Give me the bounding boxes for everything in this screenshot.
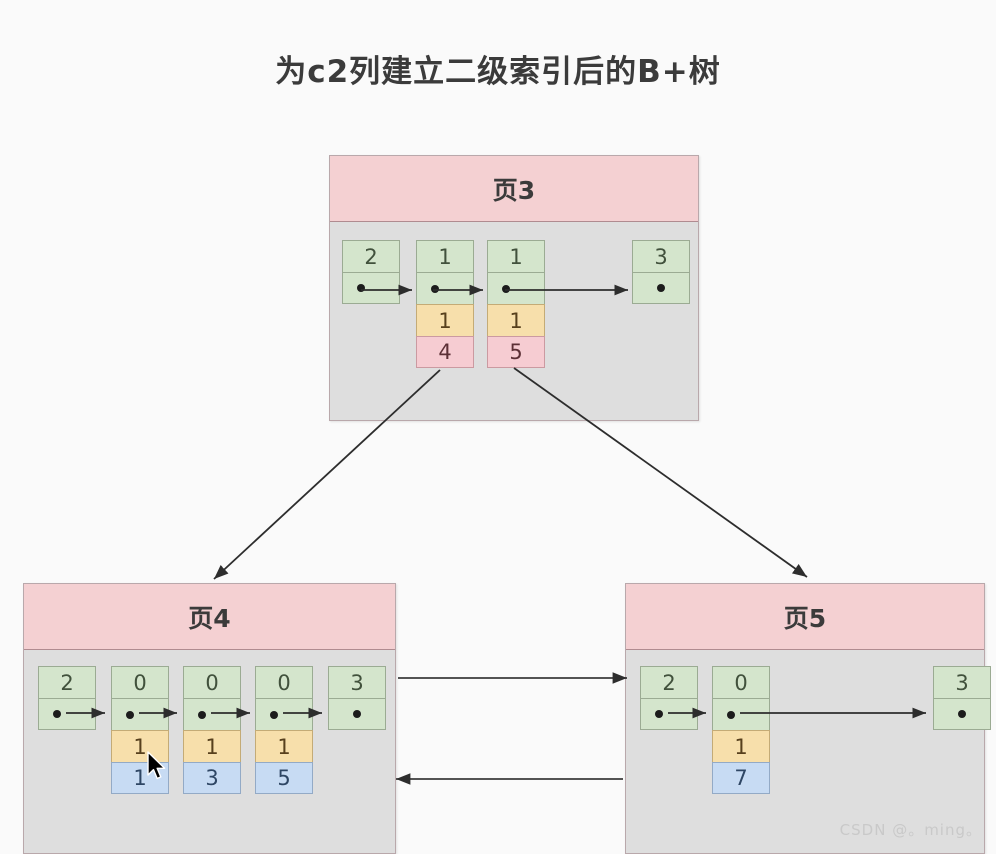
page5-r1-pointer [640,698,698,730]
pointer-dot-icon [657,284,665,292]
page5-record-3: 3 [933,666,991,730]
pointer-dot-icon [655,710,663,718]
page4-r1-pointer [38,698,96,730]
page4-r3-pointer [183,698,241,730]
page4-header-label: 页4 [24,584,395,650]
page4-record-3: 0 1 3 [183,666,241,794]
page5-header-label: 页5 [626,584,984,650]
pointer-dot-icon [270,710,278,719]
page3-record-2: 1 1 4 [416,240,474,368]
page5-r1-key: 2 [640,666,698,698]
page3-header-label: 页3 [330,156,698,222]
pointer-dot-icon [198,710,206,719]
pointer-dot-icon [353,710,361,718]
page4-r5-pointer [328,698,386,730]
page3-r1-key: 2 [342,240,400,272]
page4-r1-key: 2 [38,666,96,698]
pointer-dot-icon [357,284,365,292]
page4-r2-pointer [111,698,169,730]
page-title: 为c2列建立二级索引后的B+树 [275,54,721,90]
page5-r2-c2value: 1 [712,730,770,762]
leaf-sibling-arrows [396,672,627,785]
page-node-page5: 页5 2 0 1 7 3 [625,583,991,854]
page-node-page3: 页3 2 1 1 4 1 1 5 3 [329,155,699,421]
page5-record-1: 2 [640,666,698,730]
page3-r3-pageno: 5 [487,336,545,368]
page5-record-2: 0 1 7 [712,666,770,794]
page4-r2-c2value: 1 [111,730,169,762]
page3-record-3: 1 1 5 [487,240,545,368]
page4-r2-key: 0 [111,666,169,698]
page4-r4-c2value: 1 [255,730,313,762]
page4-record-5: 3 [328,666,386,730]
page3-r2-c2value: 1 [416,304,474,336]
page5-r2-pk: 7 [712,762,770,794]
pointer-dot-icon [53,710,61,718]
page3-r4-key: 3 [632,240,690,272]
page3-r2-pageno: 4 [416,336,474,368]
page-node-page4: 页4 2 0 1 1 0 1 3 0 1 5 [23,583,396,854]
pointer-dot-icon [958,710,966,718]
page3-r1-pointer [342,272,400,304]
page4-r3-pk: 3 [183,762,241,794]
page3-r2-pointer [416,272,474,304]
page3-r2-key: 1 [416,240,474,272]
page3-r3-pointer [487,272,545,304]
page4-r4-key: 0 [255,666,313,698]
page4-r4-pk: 5 [255,762,313,794]
page3-body: 2 1 1 4 1 1 5 3 [330,222,698,420]
page5-r2-key: 0 [712,666,770,698]
page3-record-1: 2 [342,240,400,304]
pointer-dot-icon [431,284,439,293]
page4-r4-pointer [255,698,313,730]
page5-body: 2 0 1 7 3 [626,650,991,853]
page4-r2-pk: 1 [111,762,169,794]
page4-r3-key: 0 [183,666,241,698]
page5-r2-pointer [712,698,770,730]
pointer-dot-icon [727,710,735,719]
page4-body: 2 0 1 1 0 1 3 0 1 5 3 [24,650,395,853]
page4-r3-c2value: 1 [183,730,241,762]
csdn-watermark: CSDN @。ming。 [839,821,982,839]
page3-r3-key: 1 [487,240,545,272]
page5-r3-key: 3 [933,666,991,698]
page5-r3-pointer [933,698,991,730]
pointer-dot-icon [502,284,510,293]
page3-r3-c2value: 1 [487,304,545,336]
page4-record-4: 0 1 5 [255,666,313,794]
page4-r5-key: 3 [328,666,386,698]
page3-r4-pointer [632,272,690,304]
page4-record-2: 0 1 1 [111,666,169,794]
page4-record-1: 2 [38,666,96,730]
page3-record-4: 3 [632,240,690,304]
pointer-dot-icon [126,710,134,719]
